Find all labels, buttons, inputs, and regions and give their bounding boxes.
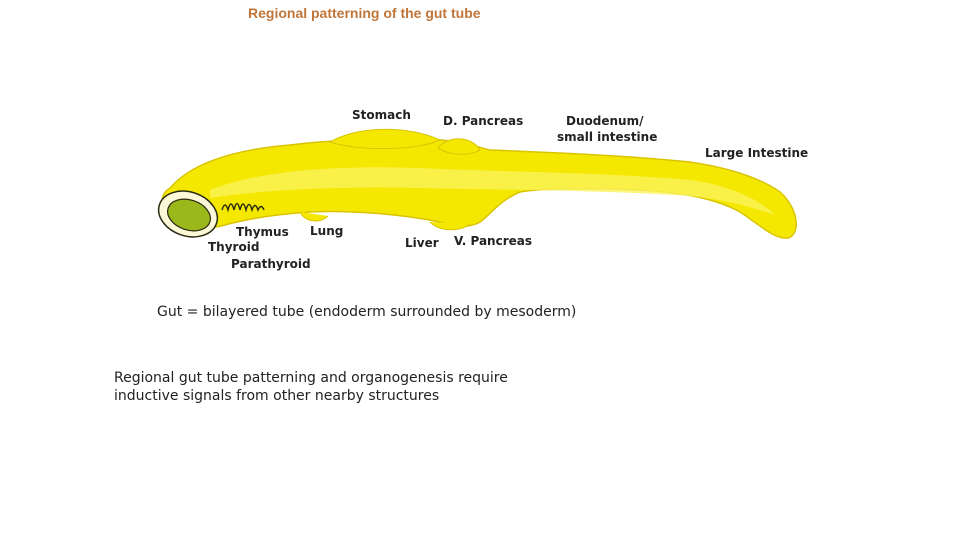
lung-bud xyxy=(300,212,328,221)
statement-line-1: Regional gut tube patterning and organog… xyxy=(114,369,508,387)
label-parathyroid: Parathyroid xyxy=(231,257,311,271)
label-small-intestine: small intestine xyxy=(557,130,657,144)
label-v-pancreas: V. Pancreas xyxy=(454,234,532,248)
label-d-pancreas: D. Pancreas xyxy=(443,114,523,128)
statement-inductive-signals: Regional gut tube patterning and organog… xyxy=(114,369,508,405)
label-lung: Lung xyxy=(310,224,343,238)
stomach-bulge xyxy=(330,129,440,148)
label-thyroid: Thyroid xyxy=(208,240,259,254)
label-duodenum: Duodenum/ xyxy=(566,114,644,128)
label-liver: Liver xyxy=(405,236,439,250)
label-thymus: Thymus xyxy=(236,225,289,239)
statement-bilayered-tube: Gut = bilayered tube (endoderm surrounde… xyxy=(157,304,576,320)
statement-line-2: inductive signals from other nearby stru… xyxy=(114,387,508,405)
label-stomach: Stomach xyxy=(352,108,411,122)
label-large-intestine: Large Intestine xyxy=(705,146,808,160)
